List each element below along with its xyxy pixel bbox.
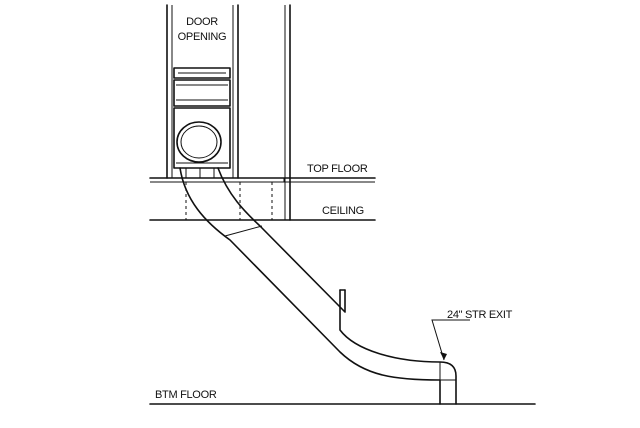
- entry-hopper: [173, 67, 231, 178]
- exit-label: 24" STR EXIT: [447, 309, 513, 321]
- door-opening-label-line2: OPENING: [178, 31, 227, 43]
- door-opening-label-line1: DOOR: [186, 16, 218, 28]
- framing-dashed: [185, 182, 273, 220]
- exit-leader: [431, 319, 470, 361]
- slide-chute: [179, 167, 457, 405]
- top-floor-slab: [149, 177, 376, 183]
- door-frame: [166, 4, 291, 221]
- ceiling-label: CEILING: [322, 205, 364, 217]
- top-floor-label: TOP FLOOR: [307, 163, 368, 175]
- chute-entry-opening: [176, 121, 222, 163]
- bottom-floor-label: BTM FLOOR: [155, 389, 217, 401]
